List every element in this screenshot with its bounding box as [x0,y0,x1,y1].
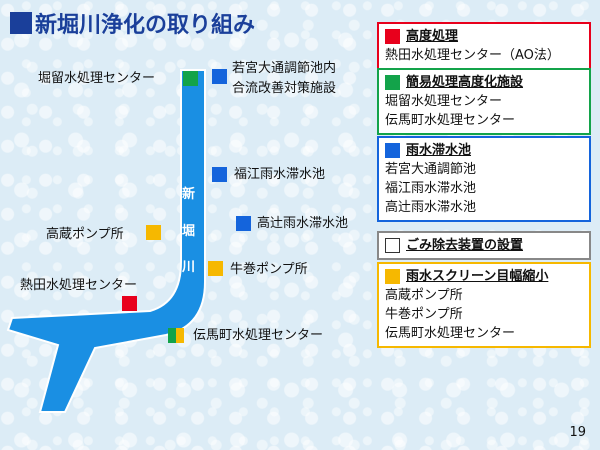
legend-screen: 雨水スクリーン目幅縮小 高蔵ポンプ所 牛巻ポンプ所 伝馬町水処理センター [377,262,591,348]
legend-item: 若宮大通調節池 [385,162,477,177]
yellow-square-icon [385,269,400,284]
label-denma: 伝馬町水処理センター [193,328,324,343]
legend-screen-heading: 雨水スクリーン目幅縮小 [385,267,583,286]
marker-denma-green [168,328,176,343]
legend-simple-heading: 簡易処理高度化施設 [385,73,583,92]
blue-square-icon [385,143,400,158]
marker-horidome [183,71,198,86]
page-number: 19 [569,425,586,440]
legend-advanced-heading: 高度処理 [385,27,583,46]
river-label-char: 新 [182,187,196,202]
legend-storage-heading: 雨水滞水池 [385,141,583,160]
green-square-icon [385,75,400,90]
river-label-char: 川 [182,260,196,275]
legend-storage: 雨水滞水池 若宮大通調節池 福江雨水滞水池 高辻雨水滞水池 [377,136,591,222]
label-horidome: 堀留水処理センター [38,71,156,86]
title-square-icon [10,12,32,34]
label-wakamiya-1: 若宮大通調節池内 [232,61,337,76]
marker-ushimaki [208,261,223,276]
marker-fukue [212,167,227,182]
red-square-icon [385,29,400,44]
legend-item: 福江雨水滞水池 [385,181,477,196]
legend-simple: 簡易処理高度化施設 堀留水処理センター 伝馬町水処理センター [377,68,591,135]
label-wakamiya-2: 合流改善対策施設 [232,81,337,96]
label-atsuta: 熱田水処理センター [20,278,138,293]
shinhori-river [6,69,206,413]
river-label-char: 堀 [182,224,196,239]
legend-debris-heading: ごみ除去装置の設置 [385,236,583,255]
page-title: 新堀川浄化の取り組み [10,6,255,40]
legend-item: 堀留水処理センター [385,94,503,109]
legend-item: 高蔵ポンプ所 [385,288,463,303]
label-takakura: 高蔵ポンプ所 [46,227,124,242]
legend-advanced: 高度処理 熱田水処理センター（AO法） [377,22,591,70]
legend-item: 高辻雨水滞水池 [385,200,477,215]
legend-item: 伝馬町水処理センター [385,326,516,341]
label-takatsuji: 高辻雨水滞水池 [257,216,349,231]
legend-item: 熱田水処理センター（AO法） [385,48,560,63]
legend-debris: ごみ除去装置の設置 [377,231,591,260]
marker-wakamiya [212,69,227,84]
label-ushimaki: 牛巻ポンプ所 [230,262,308,277]
legend-item: 牛巻ポンプ所 [385,307,463,322]
page-title-text: 新堀川浄化の取り組み [35,13,256,38]
marker-atsuta [122,296,137,311]
marker-denma-yellow [176,328,184,343]
empty-square-icon [385,238,400,253]
marker-takakura [146,225,161,240]
legend-item: 伝馬町水処理センター [385,113,516,128]
label-fukue: 福江雨水滞水池 [234,167,326,182]
marker-takatsuji [236,216,251,231]
